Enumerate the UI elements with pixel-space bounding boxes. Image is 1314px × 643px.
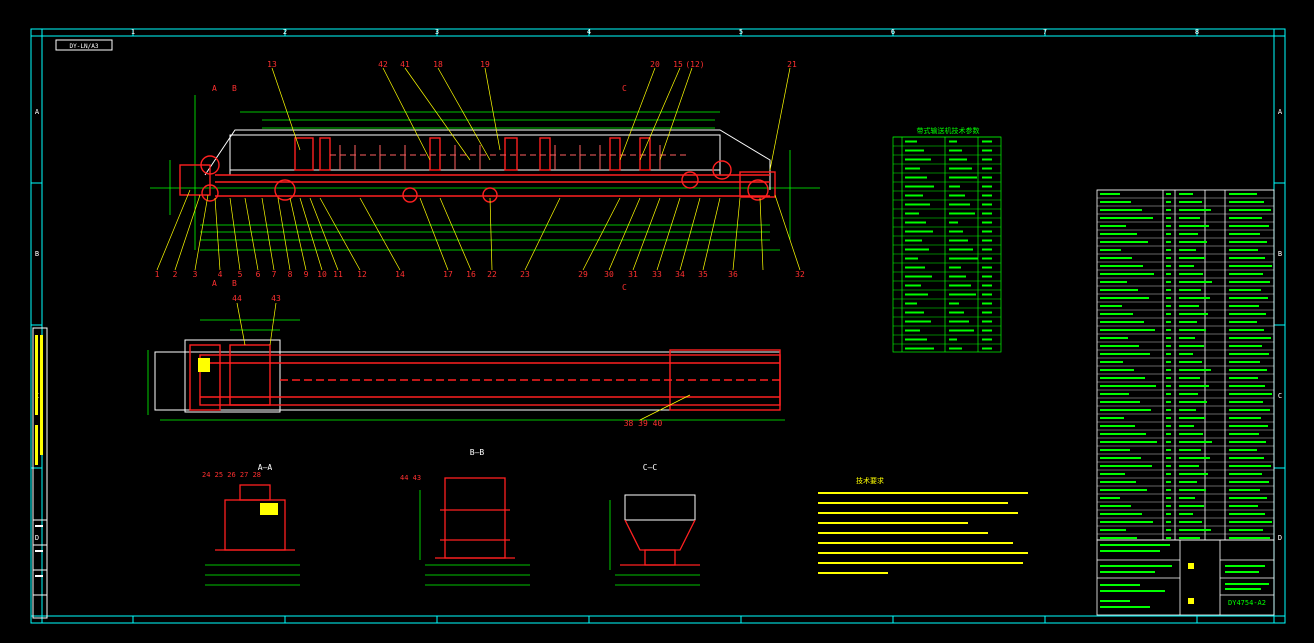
zone-col-5: 5 bbox=[739, 28, 743, 36]
zone-row-a: A bbox=[35, 108, 40, 116]
callout-30: 30 bbox=[604, 270, 614, 279]
callout-15: 15 bbox=[673, 60, 683, 69]
callout-18: 18 bbox=[433, 60, 443, 69]
section-bb: B—B 44 43 bbox=[400, 448, 530, 586]
callout-16: 16 bbox=[466, 270, 476, 279]
section-mark-b-bottom: B bbox=[232, 279, 237, 288]
section-cc: C—C bbox=[609, 463, 700, 586]
section-bb-callouts: 44 43 bbox=[400, 474, 421, 482]
revision-strip-text bbox=[35, 335, 43, 577]
section-mark-b-top: B bbox=[232, 84, 237, 93]
callout-32: 32 bbox=[795, 270, 805, 279]
side-view-dimension-lines bbox=[150, 95, 820, 251]
callout-12p: (12) bbox=[685, 60, 704, 69]
callout-38-39-40: 38 39 40 bbox=[624, 419, 663, 428]
callout-44-plan: 44 bbox=[232, 294, 242, 303]
side-callouts: 1 2 3 4 5 6 7 8 9 10 11 12 14 17 16 22 2… bbox=[155, 270, 805, 279]
callout-13: 13 bbox=[267, 60, 277, 69]
callout-19: 19 bbox=[480, 60, 490, 69]
zone-col-8: 8 bbox=[1195, 28, 1199, 36]
callout-7: 7 bbox=[272, 270, 277, 279]
side-view-conveyor bbox=[179, 137, 776, 203]
callout-1: 1 bbox=[155, 270, 160, 279]
zone-row-b: B bbox=[35, 250, 39, 258]
zone-column-labels: 1 2 3 4 5 6 7 8 bbox=[131, 28, 1199, 36]
zone-col-7: 7 bbox=[1043, 28, 1047, 36]
callout-34: 34 bbox=[675, 270, 685, 279]
zone-col-6: 6 bbox=[891, 28, 895, 36]
section-mark-c-top: C bbox=[622, 84, 627, 93]
drive-motor bbox=[198, 358, 210, 372]
title-block: DY4754-A2 bbox=[1096, 539, 1275, 616]
callout-11: 11 bbox=[333, 270, 343, 279]
technical-notes: 技术要求 bbox=[818, 476, 1028, 574]
side-view-leaders bbox=[156, 67, 801, 271]
callout-2: 2 bbox=[173, 270, 178, 279]
callout-8: 8 bbox=[288, 270, 293, 279]
callout-23: 23 bbox=[520, 270, 530, 279]
bill-of-materials bbox=[1096, 189, 1275, 541]
callout-33: 33 bbox=[652, 270, 662, 279]
zone-row-d: D bbox=[35, 534, 39, 542]
top-callouts: 13 42 41 18 19 20 15 (12) 21 bbox=[267, 60, 797, 69]
zone-row-h: D bbox=[1278, 534, 1282, 542]
callout-36: 36 bbox=[728, 270, 738, 279]
notes-title: 技术要求 bbox=[856, 476, 884, 485]
zone-col-3: 3 bbox=[435, 28, 439, 36]
callout-42: 42 bbox=[378, 60, 388, 69]
callout-35: 35 bbox=[698, 270, 708, 279]
section-bb-title: B—B bbox=[470, 448, 485, 457]
callout-20: 20 bbox=[650, 60, 660, 69]
side-view: A B C A B C 13 42 41 18 19 20 15 (12) 21… bbox=[150, 60, 820, 292]
drawing-number: DY4754-A2 bbox=[1228, 599, 1266, 607]
code-box-label: DY-LN/A3 bbox=[70, 43, 99, 50]
plan-callouts: 44 43 38 39 40 bbox=[232, 294, 662, 428]
plan-view: 44 43 38 39 40 bbox=[147, 294, 785, 428]
drawing-border bbox=[30, 28, 1286, 624]
callout-17: 17 bbox=[443, 270, 453, 279]
callout-3: 3 bbox=[193, 270, 198, 279]
callout-5: 5 bbox=[238, 270, 243, 279]
revision-strip bbox=[32, 327, 48, 619]
section-aa-callouts: 24 25 26 27 28 bbox=[202, 471, 261, 479]
code-box bbox=[55, 39, 113, 51]
callout-43-plan: 43 bbox=[271, 294, 281, 303]
parameters-title: 带式输送机技术参数 bbox=[917, 126, 980, 135]
callout-29: 29 bbox=[578, 270, 588, 279]
section-mark-a-top: A bbox=[212, 84, 217, 93]
side-view-idlers bbox=[330, 145, 690, 170]
callout-12: 12 bbox=[357, 270, 367, 279]
callout-22: 22 bbox=[487, 270, 497, 279]
section-cc-title: C—C bbox=[643, 463, 658, 472]
section-mark-c-bottom: C bbox=[622, 283, 627, 292]
callout-6: 6 bbox=[256, 270, 261, 279]
zone-row-e: A bbox=[1278, 108, 1283, 116]
callout-31: 31 bbox=[628, 270, 638, 279]
zone-row-g: C bbox=[1278, 392, 1282, 400]
callout-14: 14 bbox=[395, 270, 405, 279]
zone-col-4: 4 bbox=[587, 28, 591, 36]
section-marks: A B C A B C bbox=[212, 84, 627, 292]
callout-9: 9 bbox=[304, 270, 309, 279]
zone-col-2: 2 bbox=[283, 28, 287, 36]
section-aa: A—A 24 25 26 27 28 bbox=[202, 463, 300, 586]
parameters-table: 带式输送机技术参数 bbox=[892, 126, 1002, 353]
callout-10: 10 bbox=[317, 270, 327, 279]
zone-col-1: 1 bbox=[131, 28, 135, 36]
section-aa-title: A—A bbox=[258, 463, 273, 472]
section-mark-a-bottom: A bbox=[212, 279, 217, 288]
zone-row-f: B bbox=[1278, 250, 1282, 258]
callout-4: 4 bbox=[218, 270, 223, 279]
callout-21: 21 bbox=[787, 60, 797, 69]
callout-41: 41 bbox=[400, 60, 410, 69]
